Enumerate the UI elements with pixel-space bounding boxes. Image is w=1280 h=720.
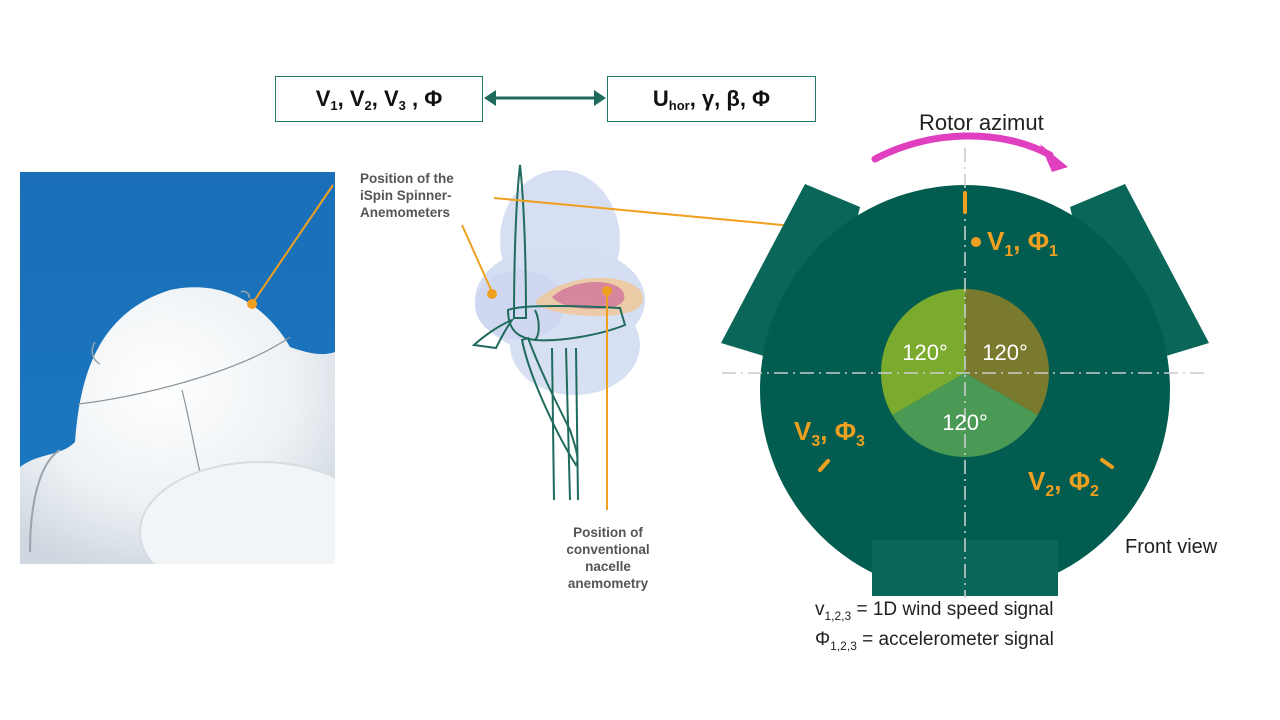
derived-signals-box: Uhor, γ, β, Φ [607, 76, 816, 122]
sensor-2-label: V2, Φ2 [1028, 466, 1099, 500]
sector-label-right: 120° [982, 340, 1028, 365]
sensor-1-label: V1, Φ1 [987, 226, 1058, 260]
legend-wind-speed: v1,2,3 = 1D wind speed signal [815, 599, 1054, 623]
measured-signals-box: V1, V2, V3 , Φ [275, 76, 483, 122]
rotor-azimut-title: Rotor azimut [919, 110, 1044, 135]
front-view-label: Front view [1125, 536, 1218, 558]
sector-right [965, 289, 1049, 415]
spinner-photo [20, 172, 335, 564]
sector-label-left: 120° [902, 340, 948, 365]
sensor-2-mark [1100, 458, 1114, 469]
sensor-3-label: V3, Φ3 [794, 416, 865, 450]
signal-legend: v1,2,3 = 1D wind speed signal Φ1,2,3 = a… [815, 598, 1054, 658]
sensor-3-mark [818, 459, 830, 472]
legend-accelerometer: Φ1,2,3 = accelerometer signal [815, 628, 1054, 653]
rotor-azimut-arrowhead [1040, 144, 1068, 172]
spinner-sketch-marker [487, 289, 497, 299]
derived-signals-text: Uhor, γ, β, Φ [652, 85, 771, 113]
sensor-1-dot [971, 237, 981, 247]
double-arrow-icon [484, 90, 606, 106]
sector-label-bottom: 120° [942, 410, 988, 435]
nacelle-anemometry-callout: Position of conventional nacelle anemome… [566, 525, 650, 591]
spinner-anemometer-callout: Position of the iSpin Spinner- Anemomete… [360, 171, 454, 220]
nacelle-anemometer-marker [602, 286, 612, 296]
measured-signals-text: V1, V2, V3 , Φ [315, 85, 443, 113]
sector-left [881, 289, 965, 415]
rotor-azimut-arrow [871, 132, 1054, 163]
spinner-photo-marker [247, 299, 257, 309]
